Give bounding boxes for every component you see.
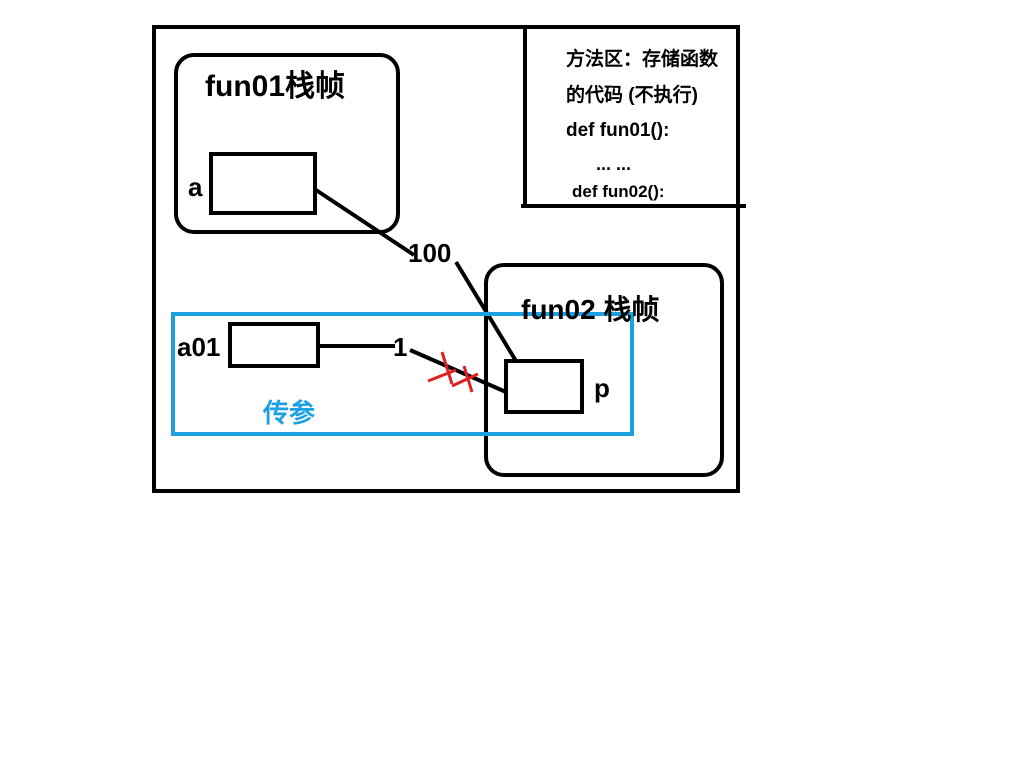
method-area-line4: ... ... xyxy=(596,154,632,174)
outer-memory-box xyxy=(152,25,740,493)
method-area-line1: 方法区：存储函数 xyxy=(566,49,719,70)
param-pass-highlight xyxy=(171,312,634,436)
value-100-label: 100 xyxy=(408,238,452,268)
var-a-label: a xyxy=(188,172,203,202)
fun01-frame-box xyxy=(174,53,400,234)
var-a-box xyxy=(209,152,317,215)
broken-link-cross xyxy=(427,351,479,393)
value-1-label: 1 xyxy=(393,332,408,362)
var-p-box xyxy=(504,359,584,414)
method-area-line5: def fun02(): xyxy=(572,182,665,201)
var-p-label: p xyxy=(594,373,610,403)
var-a01-label: a01 xyxy=(177,332,221,362)
fun01-frame-title: fun01栈帧 xyxy=(205,70,346,103)
fun02-frame-box xyxy=(484,263,724,477)
method-area-line3: def fun01(): xyxy=(566,120,670,141)
var-a01-box xyxy=(228,322,320,368)
line-1-to-p xyxy=(409,348,507,394)
fun02-frame-title: fun02 栈帧 xyxy=(521,294,660,325)
pass-param-label: 传参 xyxy=(263,398,316,428)
method-area-line2: 的代码 (不执行) xyxy=(566,85,698,106)
line-100-to-p xyxy=(454,260,518,363)
line-a-to-100 xyxy=(314,188,416,257)
